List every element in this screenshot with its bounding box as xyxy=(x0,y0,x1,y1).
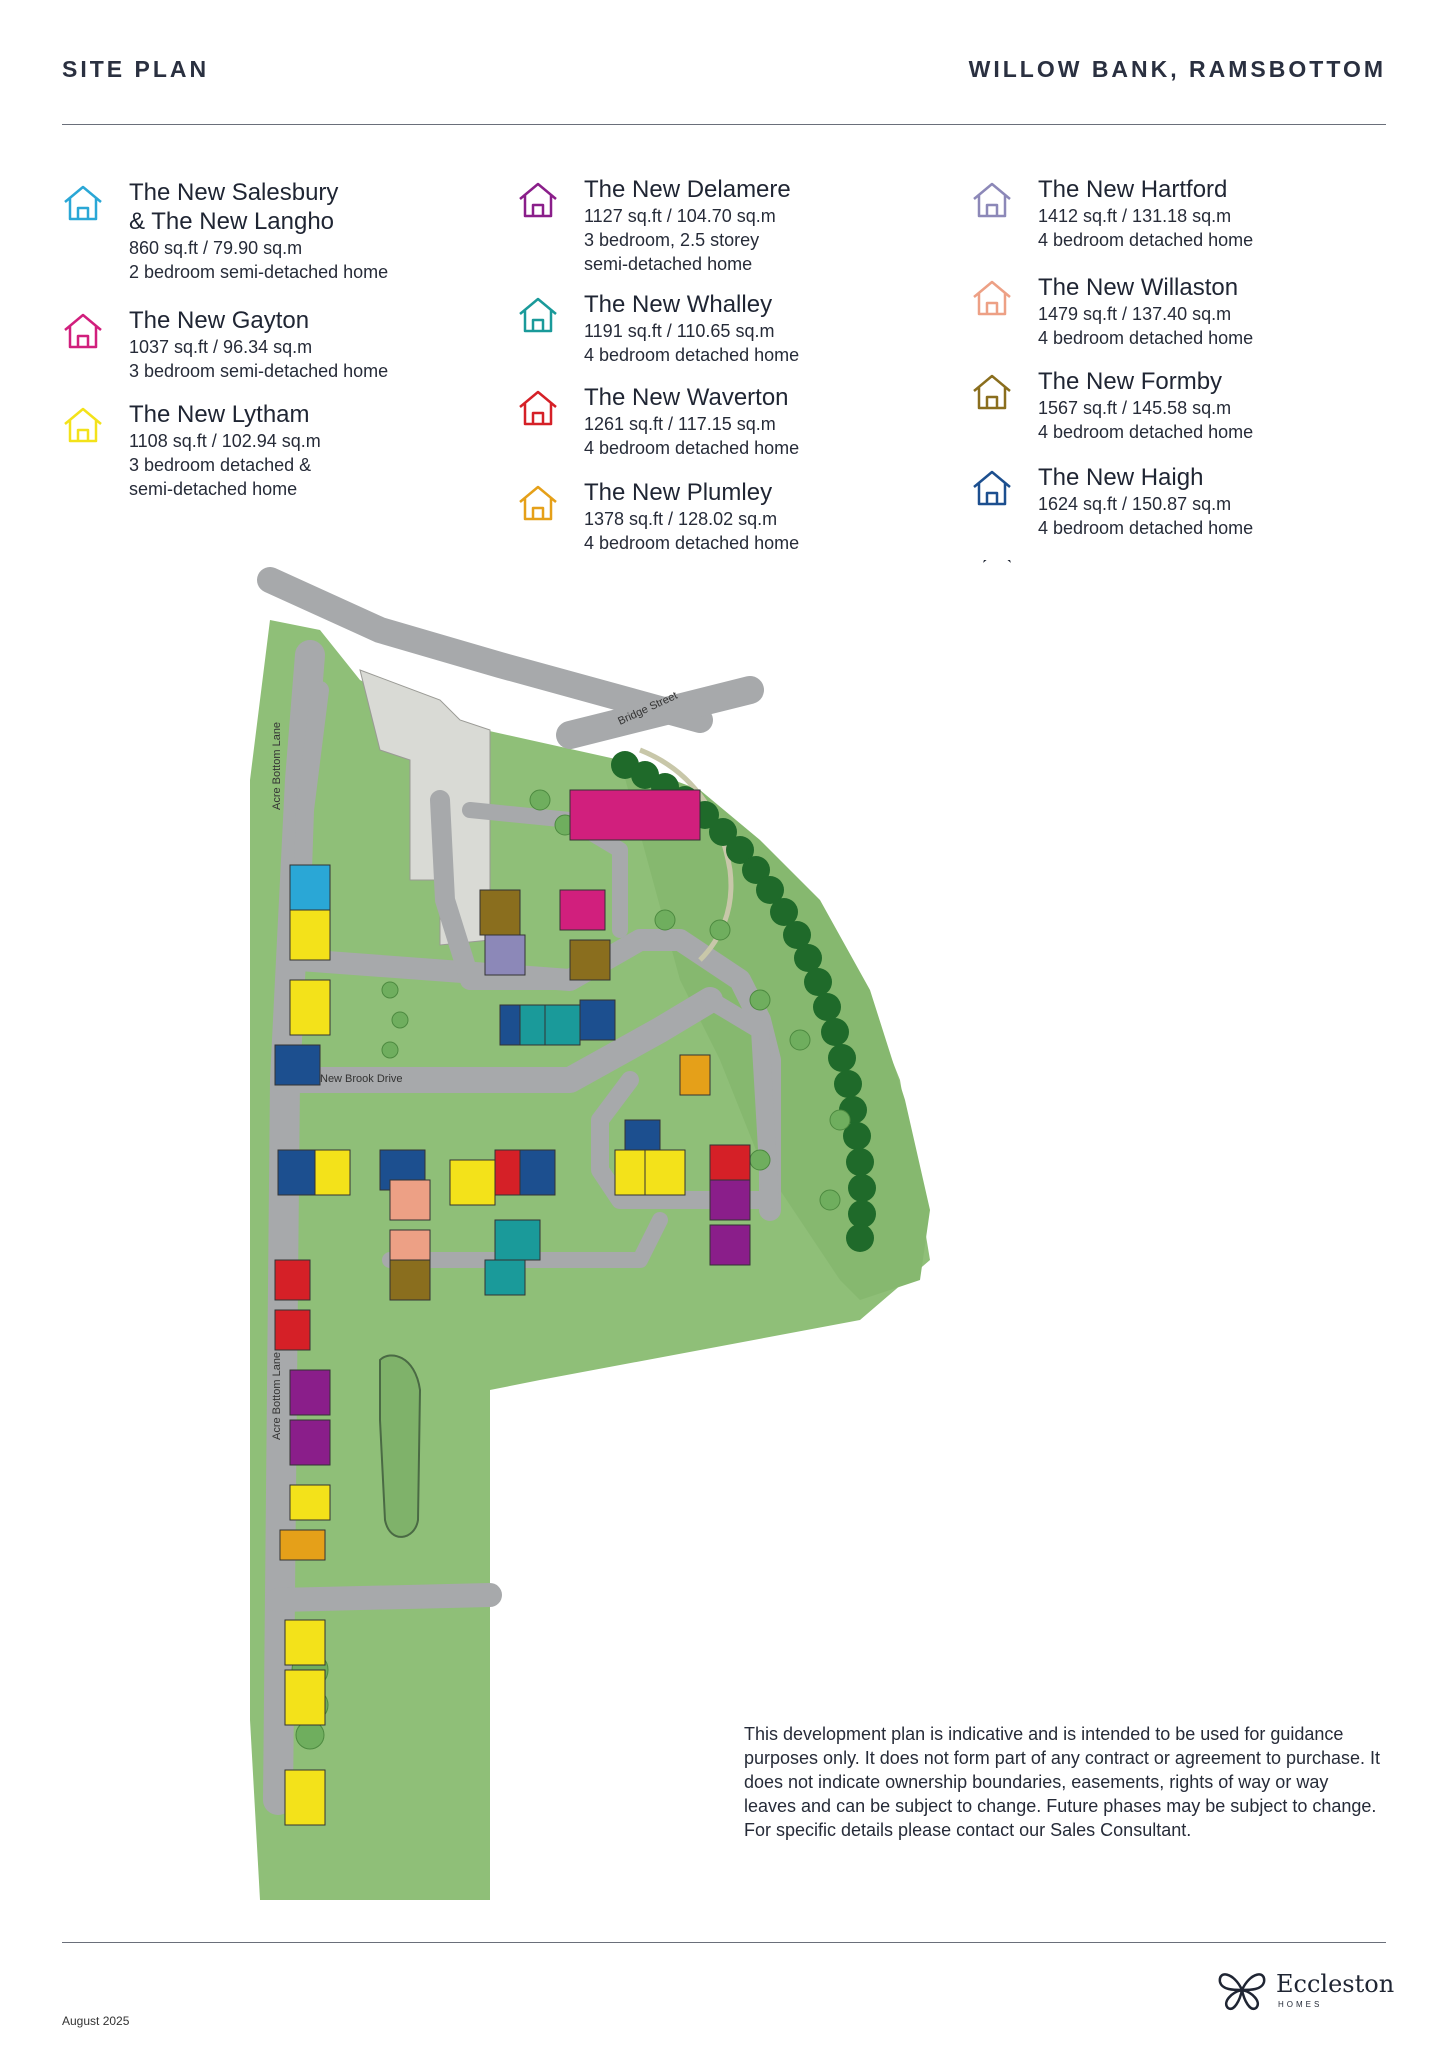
house-plot[interactable] xyxy=(614,1149,646,1196)
house-type-description: 4 bedroom detached home xyxy=(1038,422,1254,442)
house-plot[interactable] xyxy=(484,934,526,976)
house-type-size: 1378 sq.ft / 128.02 sq.m xyxy=(584,509,778,529)
house-type-name: The New Willaston xyxy=(1038,274,1239,301)
house-plot[interactable] xyxy=(679,1054,711,1096)
house-plot[interactable] xyxy=(644,1149,686,1196)
house-plot[interactable] xyxy=(519,1149,556,1196)
site-plan-map[interactable]: N Acre Bottom Lane Acre Bottom Lane Brid… xyxy=(240,560,1120,1900)
house-icon xyxy=(973,182,1011,218)
house-type-description-2: semi-detached home xyxy=(129,479,298,499)
house-plot[interactable] xyxy=(709,1179,751,1221)
house-plot[interactable] xyxy=(389,1179,431,1221)
house-plot[interactable] xyxy=(284,1619,326,1666)
house-type-description: 4 bedroom detached home xyxy=(584,438,800,458)
house-type-size: 1412 sq.ft / 131.18 sq.m xyxy=(1038,206,1232,226)
eccleston-logo[interactable]: Eccleston HOMES xyxy=(1216,1966,1394,2018)
house-type-name-2: & The New Langho xyxy=(129,208,335,235)
house-type-name: The New Delamere xyxy=(584,176,791,203)
butterfly-logo-icon xyxy=(1218,1973,1266,2011)
house-plot[interactable] xyxy=(289,1369,331,1416)
logo-subtitle: HOMES xyxy=(1278,2000,1323,2009)
car-park xyxy=(359,669,491,946)
house-plot[interactable] xyxy=(449,1159,496,1206)
logo-wordmark: Eccleston xyxy=(1276,1970,1395,1998)
house-plot[interactable] xyxy=(569,789,701,841)
house-type-size: 1261 sq.ft / 117.15 sq.m xyxy=(584,414,776,434)
house-type-size: 1479 sq.ft / 137.40 sq.m xyxy=(1038,304,1232,324)
house-plot[interactable] xyxy=(284,1669,326,1726)
house-plot[interactable] xyxy=(284,1769,326,1826)
house-plot[interactable] xyxy=(544,1004,581,1046)
house-type-name: The New Lytham xyxy=(129,401,310,428)
house-type-description: 4 bedroom detached home xyxy=(584,345,800,365)
footer-divider xyxy=(62,1942,1386,1943)
house-type-description: 3 bedroom semi-detached home xyxy=(129,361,389,381)
house-plot[interactable] xyxy=(289,979,331,1036)
house-plot[interactable] xyxy=(709,1224,751,1266)
pond xyxy=(379,1354,422,1538)
house-icon xyxy=(64,185,102,221)
house-type-description: 2 bedroom semi-detached home xyxy=(129,262,389,282)
house-type-description: 4 bedroom detached home xyxy=(1038,230,1254,250)
house-plot[interactable] xyxy=(274,1309,311,1351)
street-label-acre-bottom-lane: Acre Bottom Lane xyxy=(271,722,283,810)
house-icon xyxy=(519,182,557,218)
publication-date: August 2025 xyxy=(62,2014,130,2028)
house-type-name: The New Whalley xyxy=(584,291,773,318)
house-type-name: The New Formby xyxy=(1038,368,1223,395)
house-type-description: 4 bedroom detached home xyxy=(1038,328,1254,348)
house-plot[interactable] xyxy=(289,1484,331,1521)
house-plot[interactable] xyxy=(279,1529,326,1561)
house-plot[interactable] xyxy=(289,1419,331,1466)
house-icon xyxy=(973,374,1011,410)
house-type-name: The New Plumley xyxy=(584,479,773,506)
house-icon xyxy=(64,407,102,443)
tree-belt xyxy=(611,751,876,1252)
house-type-name: The New Waverton xyxy=(584,384,789,411)
development-name: WILLOW BANK, RAMSBOTTOM xyxy=(968,56,1386,82)
house-icon xyxy=(519,390,557,426)
house-plot[interactable] xyxy=(289,909,331,961)
house-plot[interactable] xyxy=(569,939,611,981)
house-icon xyxy=(519,485,557,521)
house-type-name: The New Hartford xyxy=(1038,176,1228,203)
house-icon xyxy=(973,470,1011,506)
house-type-description: 4 bedroom detached home xyxy=(1038,518,1254,538)
house-type-size: 1191 sq.ft / 110.65 sq.m xyxy=(584,321,775,341)
house-plot[interactable] xyxy=(289,864,331,911)
house-type-size: 1567 sq.ft / 145.58 sq.m xyxy=(1038,398,1232,418)
house-icon xyxy=(519,297,557,333)
house-plot[interactable] xyxy=(274,1259,311,1301)
street-label-acre-bottom-lane-2: Acre Bottom Lane xyxy=(271,1352,283,1440)
house-plot[interactable] xyxy=(559,889,606,931)
house-type-size: 1127 sq.ft / 104.70 sq.m xyxy=(584,206,776,226)
house-type-name: The New Haigh xyxy=(1038,464,1204,491)
house-plot[interactable] xyxy=(274,1044,321,1086)
house-plot[interactable] xyxy=(314,1149,351,1196)
house-type-description: 3 bedroom detached & xyxy=(129,455,312,475)
house-type-size: 860 sq.ft / 79.90 sq.m xyxy=(129,238,303,258)
house-type-size: 1037 sq.ft / 96.34 sq.m xyxy=(129,337,313,357)
house-plot[interactable] xyxy=(494,1219,541,1261)
house-type-size: 1624 sq.ft / 150.87 sq.m xyxy=(1038,494,1232,514)
house-type-name: The New Gayton xyxy=(129,307,310,334)
house-type-name: The New Salesbury xyxy=(129,179,339,206)
header-divider xyxy=(62,124,1386,125)
house-plot[interactable] xyxy=(277,1149,319,1196)
house-type-description-2: semi-detached home xyxy=(584,254,753,274)
house-plot[interactable] xyxy=(484,1259,526,1296)
street-label-new-brook-drive: New Brook Drive xyxy=(320,1073,403,1085)
house-icon xyxy=(64,313,102,349)
house-type-size: 1108 sq.ft / 102.94 sq.m xyxy=(129,431,321,451)
house-icon xyxy=(973,280,1011,316)
disclaimer-text: This development plan is indicative and … xyxy=(744,1724,1381,1840)
house-type-description: 3 bedroom, 2.5 storey xyxy=(584,230,760,250)
house-plots xyxy=(274,789,751,1826)
house-type-description: 4 bedroom detached home xyxy=(584,533,800,553)
page-title: SITE PLAN xyxy=(62,56,210,82)
house-plot[interactable] xyxy=(479,889,521,936)
house-plot[interactable] xyxy=(389,1259,431,1301)
house-plot[interactable] xyxy=(709,1144,751,1181)
house-plot[interactable] xyxy=(579,999,616,1041)
